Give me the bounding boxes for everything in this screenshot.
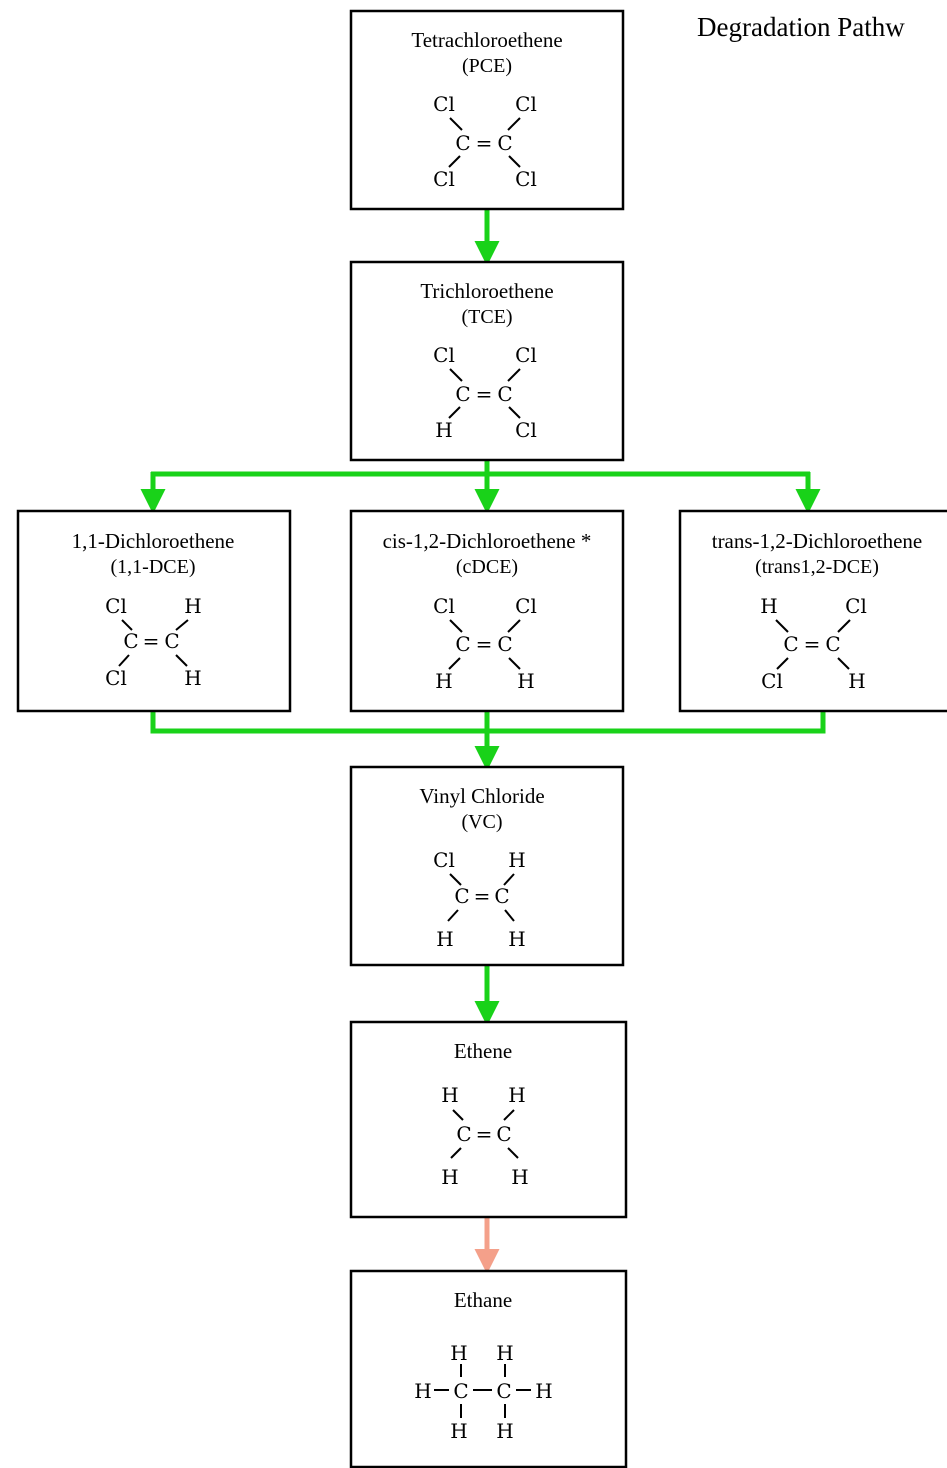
compound-name: cis-1,2-Dichloroethene * <box>383 529 592 553</box>
structural-formula: Cl Cl C = C H H <box>433 594 537 693</box>
svg-text:=: = <box>476 1122 493 1146</box>
svg-text:=: = <box>143 629 160 653</box>
svg-text:Cl: Cl <box>433 167 455 191</box>
svg-text:Cl: Cl <box>433 343 455 367</box>
svg-text:Cl: Cl <box>433 848 455 872</box>
svg-text:Cl: Cl <box>433 594 455 618</box>
svg-text:H: H <box>508 1083 525 1107</box>
svg-text:C: C <box>497 632 512 656</box>
svg-text:H: H <box>760 594 777 618</box>
svg-text:H: H <box>435 418 452 442</box>
compound-name: 1,1-Dichloroethene <box>72 529 235 553</box>
svg-text:=: = <box>476 382 493 406</box>
compound-name: Ethene <box>454 1039 512 1063</box>
svg-text:C: C <box>497 131 512 155</box>
svg-text:H: H <box>508 927 525 951</box>
svg-text:H: H <box>450 1341 467 1365</box>
structural-formula: Cl H C = C Cl H <box>105 594 202 690</box>
svg-text:H: H <box>508 848 525 872</box>
svg-text:Cl: Cl <box>515 343 537 367</box>
svg-text:H: H <box>414 1379 431 1403</box>
compound-name: Tetrachloroethene <box>411 28 562 52</box>
svg-text:C: C <box>164 629 179 653</box>
compound-name: Trichloroethene <box>420 279 553 303</box>
svg-text:C: C <box>456 1122 471 1146</box>
svg-text:H: H <box>435 669 452 693</box>
compound-abbr: (TCE) <box>461 306 512 328</box>
svg-text:=: = <box>474 884 491 908</box>
compound-pce: Tetrachloroethene (PCE) Cl Cl C = C Cl C… <box>349 9 625 211</box>
svg-text:Cl: Cl <box>515 594 537 618</box>
svg-text:Cl: Cl <box>515 167 537 191</box>
compound-cis-12-dce: cis-1,2-Dichloroethene * (cDCE) Cl Cl C … <box>349 509 625 713</box>
svg-text:H: H <box>184 594 201 618</box>
svg-text:=: = <box>476 632 493 656</box>
pathway-arrows <box>140 210 826 1274</box>
svg-text:H: H <box>184 666 201 690</box>
svg-text:C: C <box>494 884 509 908</box>
svg-text:Cl: Cl <box>515 92 537 116</box>
structural-formula: H H C = C H H <box>441 1083 528 1189</box>
svg-text:C: C <box>123 629 138 653</box>
svg-text:H: H <box>441 1165 458 1189</box>
svg-text:C: C <box>453 1379 468 1403</box>
svg-text:C: C <box>497 382 512 406</box>
svg-text:Cl: Cl <box>761 669 783 693</box>
svg-text:C: C <box>454 884 469 908</box>
svg-text:=: = <box>804 632 821 656</box>
svg-text:H: H <box>511 1165 528 1189</box>
svg-text:C: C <box>455 131 470 155</box>
compound-11-dce: 1,1-Dichloroethene (1,1-DCE) Cl H C = C … <box>16 509 292 713</box>
compound-ethane: Ethane H H H C C H H H <box>349 1269 628 1468</box>
compound-name: trans-1,2-Dichloroethene <box>712 529 923 553</box>
structural-formula: H Cl C = C Cl H <box>760 594 867 693</box>
svg-text:C: C <box>496 1379 511 1403</box>
structural-formula: Cl Cl C = C H Cl <box>433 343 537 442</box>
svg-text:Cl: Cl <box>515 418 537 442</box>
structural-formula: Cl H C = C H H <box>433 848 526 951</box>
svg-text:Cl: Cl <box>105 594 127 618</box>
svg-text:Cl: Cl <box>845 594 867 618</box>
svg-text:H: H <box>441 1083 458 1107</box>
compound-abbr: (1,1-DCE) <box>111 556 196 578</box>
compound-trans-12-dce: trans-1,2-Dichloroethene (trans1,2-DCE) … <box>678 509 947 713</box>
svg-text:Cl: Cl <box>105 666 127 690</box>
svg-text:C: C <box>496 1122 511 1146</box>
compound-abbr: (trans1,2-DCE) <box>755 556 879 578</box>
compound-abbr: (VC) <box>461 811 502 833</box>
structural-formula: H H H C C H H H <box>414 1341 552 1443</box>
structural-formula: Cl Cl C = C Cl Cl <box>433 92 537 191</box>
svg-text:H: H <box>436 927 453 951</box>
compound-name: Vinyl Chloride <box>419 784 544 808</box>
svg-text:H: H <box>450 1419 467 1443</box>
svg-text:H: H <box>535 1379 552 1403</box>
compound-name: Ethane <box>454 1288 512 1312</box>
svg-text:C: C <box>825 632 840 656</box>
svg-text:C: C <box>455 382 470 406</box>
svg-text:=: = <box>476 131 493 155</box>
compound-abbr: (PCE) <box>462 55 512 77</box>
compound-ethene: Ethene H H C = C H H <box>349 1020 628 1219</box>
compound-abbr: (cDCE) <box>456 556 518 578</box>
svg-text:C: C <box>783 632 798 656</box>
page-title: Degradation Pathw <box>697 12 905 42</box>
svg-text:H: H <box>517 669 534 693</box>
svg-text:H: H <box>848 669 865 693</box>
compound-vc: Vinyl Chloride (VC) Cl H C = C H H <box>349 765 625 967</box>
svg-text:H: H <box>496 1341 513 1365</box>
svg-text:C: C <box>455 632 470 656</box>
svg-text:Cl: Cl <box>433 92 455 116</box>
compound-tce: Trichloroethene (TCE) Cl Cl C = C H Cl <box>349 260 625 462</box>
svg-text:H: H <box>496 1419 513 1443</box>
